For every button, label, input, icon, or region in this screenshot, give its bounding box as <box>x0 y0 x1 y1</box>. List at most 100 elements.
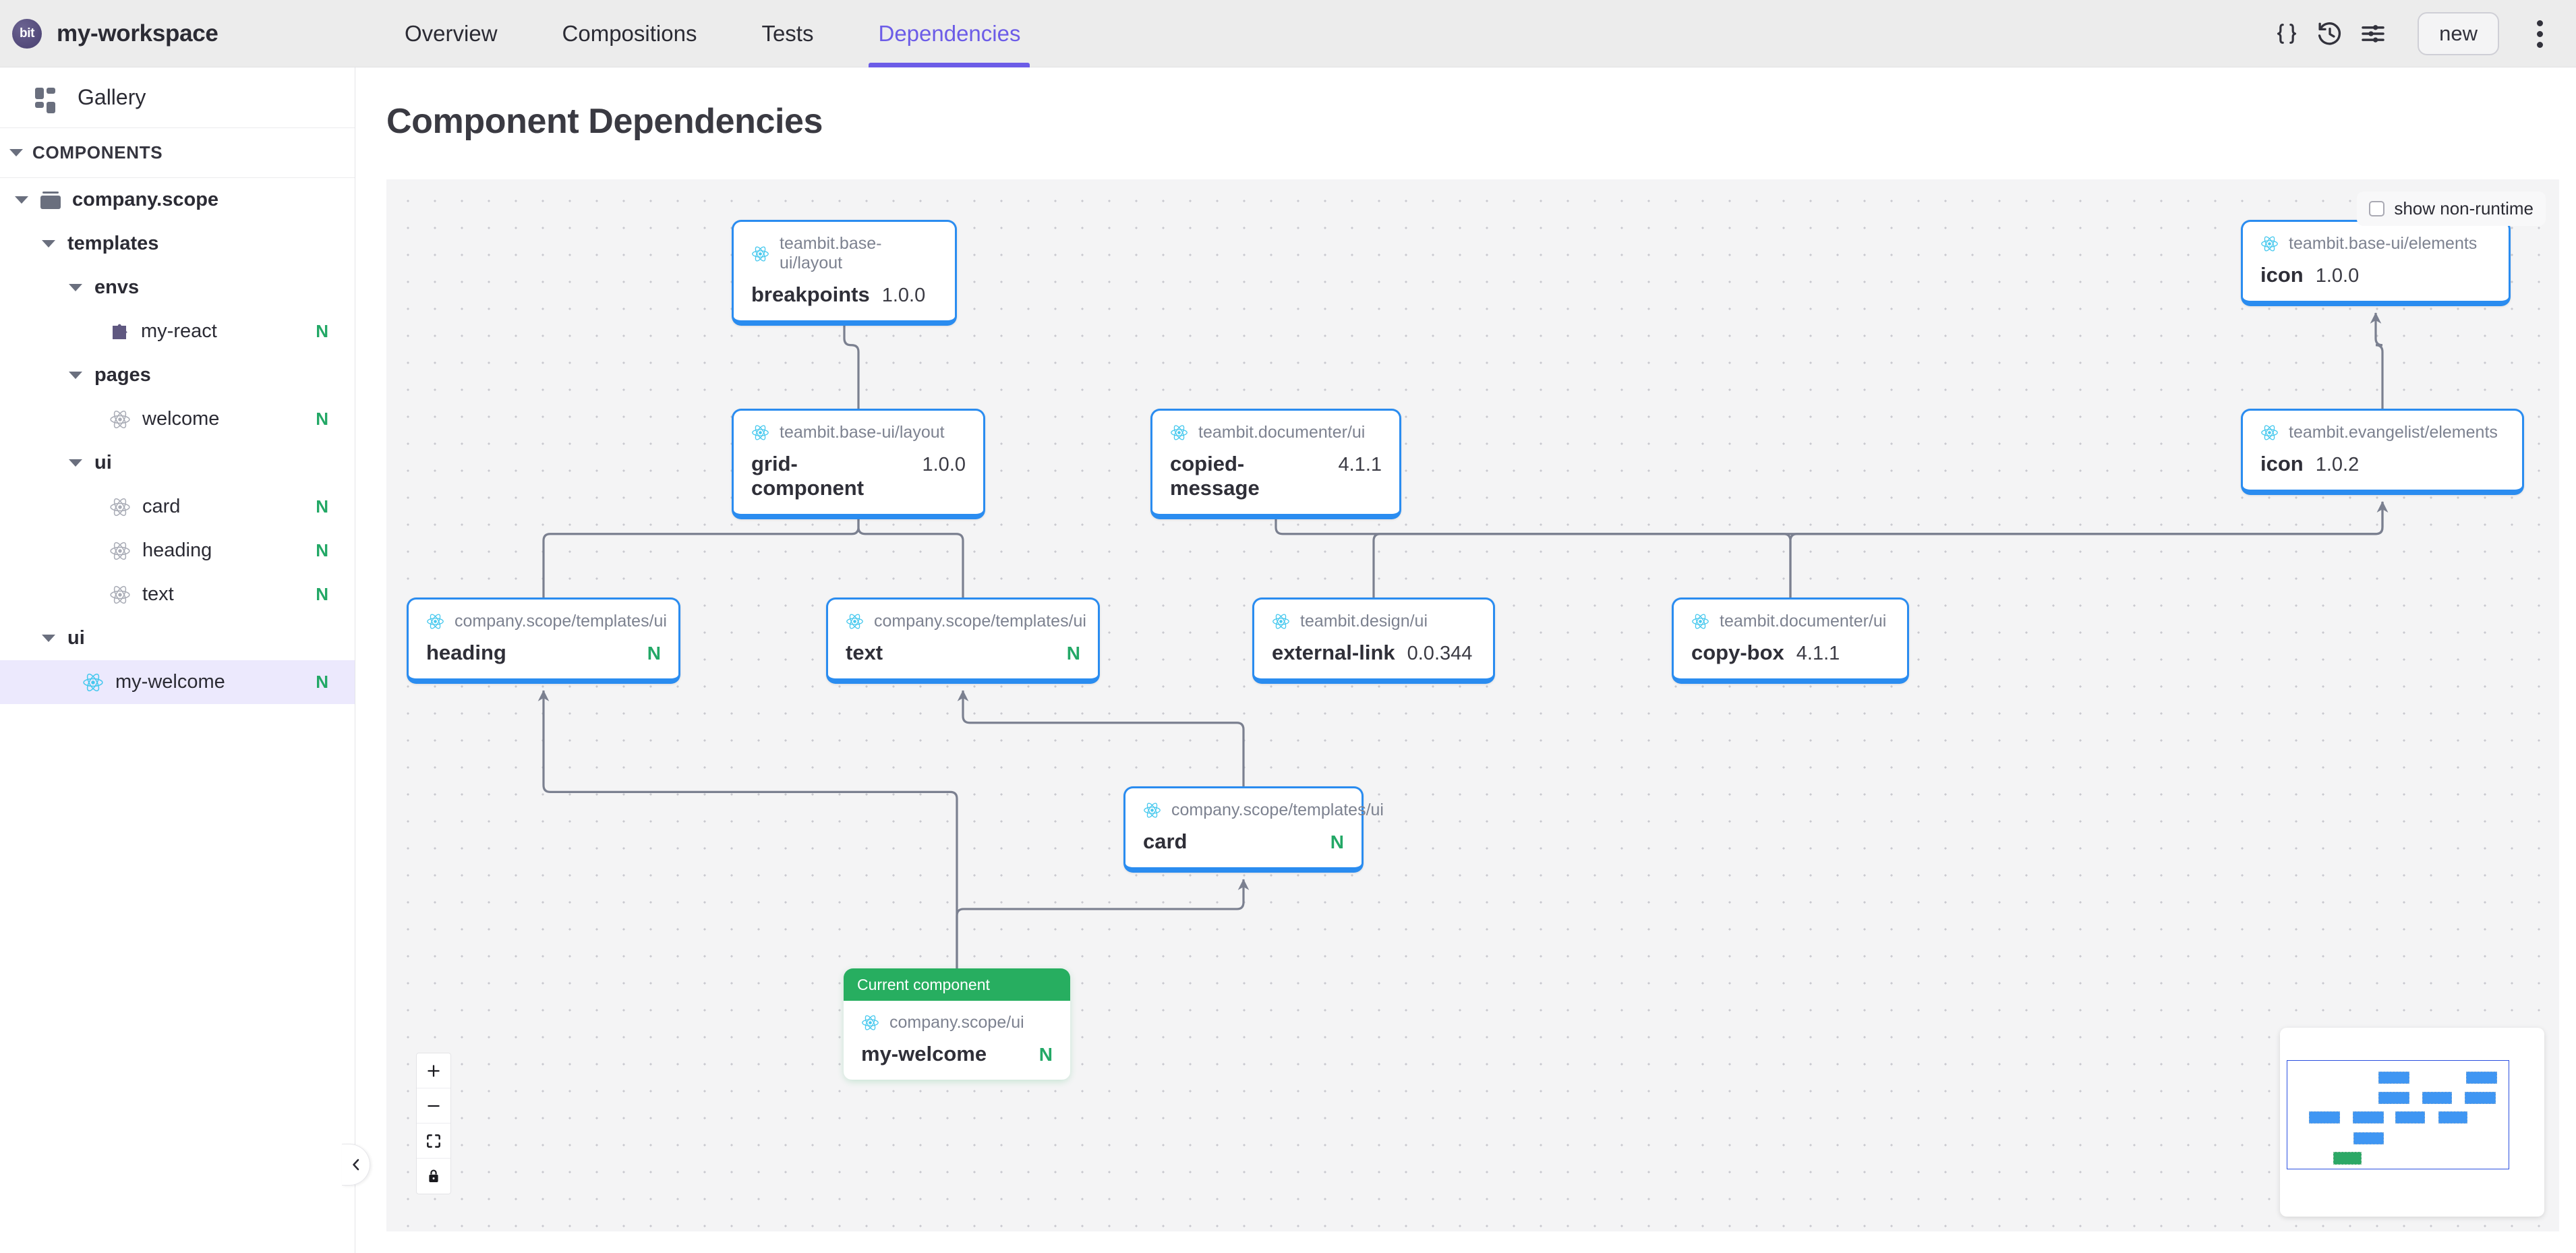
tab-dependencies[interactable]: Dependencies <box>869 0 1030 67</box>
top-actions: new <box>2265 0 2561 67</box>
react-icon <box>1272 612 1290 631</box>
sidebar-item-envs[interactable]: envs <box>0 266 355 310</box>
sidebar-item-company-scope[interactable]: company.scope <box>0 178 355 222</box>
sidebar-item-label: envs <box>94 276 140 298</box>
sidebar-item-ui[interactable]: ui <box>0 616 355 660</box>
node-header: teambit.design/ui <box>1272 612 1475 631</box>
node-header: company.scope/templates/ui <box>846 612 1086 631</box>
graph-edge-copy-box-to-icon-evang <box>1789 501 2389 598</box>
main-tabs: Overview Compositions Tests Dependencies <box>405 0 1030 67</box>
minimap[interactable] <box>2280 1028 2544 1217</box>
node-name: copied-message <box>1170 452 1260 500</box>
brand[interactable]: bit my-workspace <box>12 18 218 49</box>
sidebar-item-pages[interactable]: pages <box>0 353 355 397</box>
new-button[interactable]: new <box>2418 12 2499 55</box>
node-name: external-link <box>1272 641 1395 664</box>
node-scope: teambit.base-ui/elements <box>2289 234 2478 253</box>
tab-tests[interactable]: Tests <box>761 0 813 67</box>
react-icon <box>846 612 864 631</box>
sidebar-item-gallery[interactable]: Gallery <box>0 67 355 128</box>
node-scope: teambit.design/ui <box>1300 612 1428 631</box>
status-badge: N <box>316 409 328 429</box>
tab-label: Dependencies <box>878 21 1021 46</box>
sliders-settings-icon[interactable] <box>2351 12 2395 55</box>
react-icon <box>2260 424 2279 442</box>
node-badge: N <box>1038 1044 1053 1065</box>
minimap-viewport[interactable] <box>2287 1060 2509 1169</box>
node-version: 1.0.2 <box>2315 454 2360 475</box>
chevron-down-icon[interactable] <box>69 459 82 467</box>
kebab-menu-icon[interactable] <box>2518 12 2561 55</box>
sidebar-collapse-button[interactable] <box>342 1144 370 1186</box>
chevron-down-icon[interactable] <box>69 372 82 379</box>
node-scope: company.scope/templates/ui <box>874 612 1086 631</box>
sidebar-item-templates[interactable]: templates <box>0 222 355 266</box>
graph-edge-external-link-to-icon-evang <box>1372 501 2389 598</box>
react-icon <box>82 672 104 693</box>
node-name: breakpoints <box>751 283 870 306</box>
react-icon <box>109 540 131 562</box>
node-scope: teambit.documenter/ui <box>1720 612 1887 631</box>
node-version: 1.0.0 <box>881 285 926 306</box>
sidebar-item-ui[interactable]: ui <box>0 441 355 485</box>
react-icon <box>2260 235 2279 253</box>
tab-compositions[interactable]: Compositions <box>562 0 697 67</box>
code-braces-icon[interactable] <box>2265 12 2308 55</box>
node-name: text <box>846 641 883 664</box>
chevron-down-icon[interactable] <box>42 635 55 642</box>
main-content: Component Dependencies teambit.base-ui/l… <box>342 67 2576 1253</box>
node-name: grid-component <box>751 452 865 500</box>
chevron-down-icon[interactable] <box>69 284 82 291</box>
zoom-in-icon[interactable] <box>417 1053 450 1088</box>
show-non-runtime-checkbox[interactable] <box>2369 201 2385 216</box>
chevron-down-icon[interactable] <box>42 240 55 247</box>
lock-icon[interactable] <box>417 1159 450 1194</box>
node-scope: company.scope/ui <box>889 1013 1024 1032</box>
node-header: company.scope/templates/ui <box>1143 800 1384 820</box>
minimap-node <box>2395 1111 2425 1124</box>
show-non-runtime-toggle[interactable]: show non-runtime <box>2357 192 2546 226</box>
puzzle-icon <box>109 322 129 341</box>
zoom-out-icon[interactable] <box>417 1088 450 1124</box>
sidebar-item-label: ui <box>67 627 85 649</box>
sidebar-item-label: my-react <box>141 320 217 342</box>
react-icon <box>1691 612 1709 631</box>
gallery-grid-icon <box>35 87 55 113</box>
node-name: heading <box>426 641 506 664</box>
node-scope: company.scope/templates/ui <box>1171 800 1384 819</box>
top-bar: bit my-workspace Overview Compositions Tes… <box>0 0 2576 67</box>
status-badge: N <box>316 540 328 560</box>
minimap-node <box>2333 1152 2362 1165</box>
history-clock-icon[interactable] <box>2308 12 2351 55</box>
components-section-header[interactable]: COMPONENTS <box>0 128 355 178</box>
chevron-down-icon[interactable] <box>15 196 28 204</box>
node-badge: N <box>1330 832 1344 852</box>
tab-overview[interactable]: Overview <box>405 0 498 67</box>
fit-view-icon[interactable] <box>417 1124 450 1159</box>
